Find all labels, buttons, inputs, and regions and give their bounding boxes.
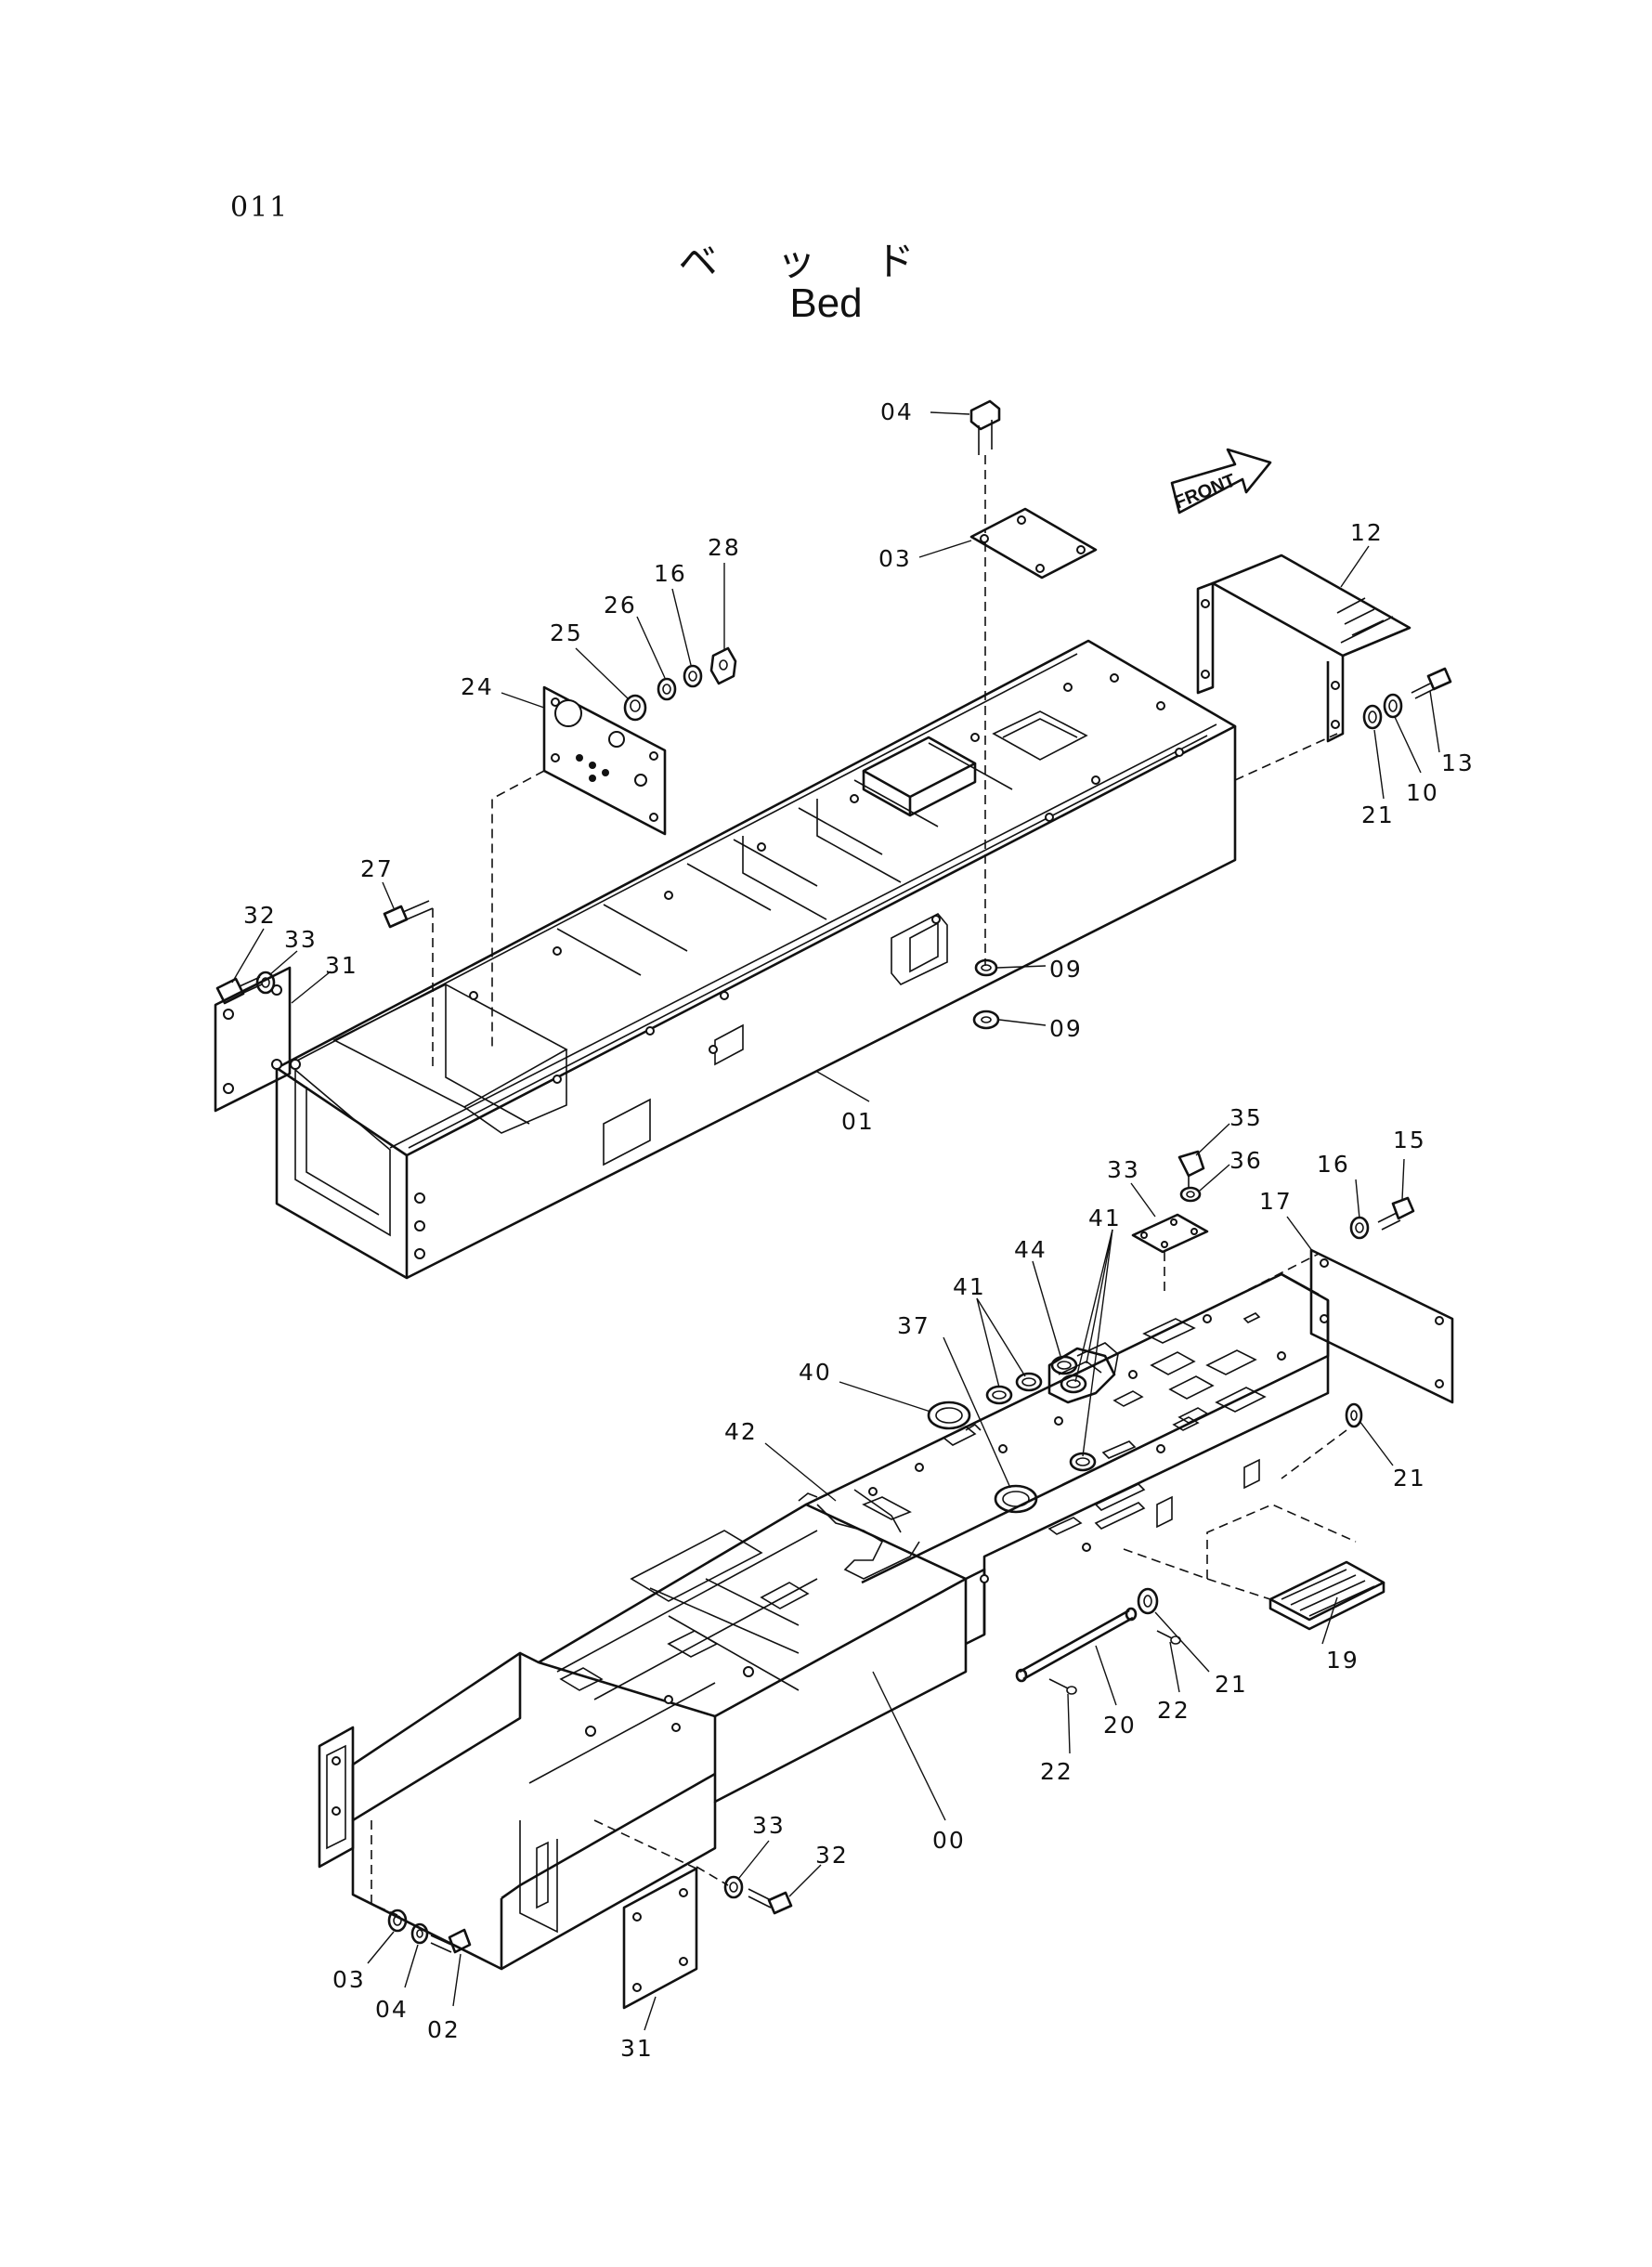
callout-40: 37	[897, 1312, 930, 1339]
callout-25: 25	[550, 619, 583, 646]
callout-19: 19	[1326, 1647, 1359, 1674]
washer-16-lower	[1349, 1216, 1370, 1240]
front-arrow-marker: FRONT	[1170, 448, 1272, 515]
callout-41-right: 41	[1088, 1205, 1122, 1231]
callout-09: 09	[1049, 1015, 1083, 1042]
callout-16-lower: 16	[1317, 1151, 1350, 1178]
callout-41-left: 41	[953, 1273, 986, 1300]
washer-16-upper	[683, 664, 703, 688]
swivel-boss-44	[1076, 1342, 1119, 1375]
bolt-02-mount-line	[371, 1820, 398, 1916]
cover-35	[1131, 1213, 1209, 1296]
bolt-15	[1377, 1196, 1415, 1231]
washer-04	[410, 1922, 429, 1945]
seal-42	[927, 1401, 971, 1430]
washer-37	[1179, 1186, 1202, 1203]
callout-04: 04	[375, 1996, 409, 2023]
callout-00: 00	[932, 1827, 966, 1854]
nut-28	[709, 646, 737, 685]
callout-44: 44	[1014, 1236, 1047, 1263]
callout-33-upper: 33	[284, 926, 318, 953]
callout-31-upper: 31	[325, 952, 358, 979]
seal-40	[994, 1484, 1038, 1514]
front-label: FRONT	[1172, 470, 1239, 513]
mounting-plate-24	[491, 685, 667, 1049]
callout-17: 17	[1259, 1188, 1293, 1215]
bolt-08	[969, 399, 1001, 533]
bolt-02	[430, 1928, 472, 1954]
step-19	[1123, 1458, 1385, 1631]
pin-20	[1015, 1607, 1138, 1683]
washer-03	[387, 1909, 408, 1933]
end-plate-31-lower	[593, 1819, 698, 2010]
callout-20: 20	[1103, 1712, 1137, 1739]
nut-09	[972, 1010, 1000, 1030]
washer-10-center	[974, 958, 998, 977]
cotter-pin-22-left	[1048, 1678, 1077, 1695]
bolt-13	[1411, 667, 1452, 699]
callout-21-upper: 21	[1361, 801, 1395, 828]
callout-27: 27	[360, 855, 394, 882]
callout-15: 15	[1393, 1127, 1426, 1153]
callout-13: 13	[1441, 749, 1475, 776]
cover-12	[1196, 554, 1411, 743]
spacer-25	[623, 694, 647, 722]
washer-21-pin	[1137, 1587, 1159, 1615]
cover-17-mount-line	[1234, 1253, 1320, 1297]
o-ring-41-right	[1050, 1355, 1097, 1472]
callout-32-lower: 32	[815, 1842, 849, 1869]
callout-08: 04	[880, 398, 914, 425]
cover-plate-07	[969, 507, 1098, 966]
plug-36	[1177, 1150, 1205, 1189]
upper-bed-frame	[275, 639, 1237, 1280]
callout-21-right: 21	[1393, 1465, 1426, 1492]
bolt-32-mount-line	[696, 1866, 729, 1886]
callout-31-lower: 31	[620, 2035, 654, 2062]
title-japanese: ベッド	[678, 239, 974, 284]
washer-33-lower	[723, 1875, 744, 1899]
cover-12-mount-line	[1234, 733, 1338, 781]
cotter-pin-22-right	[1156, 1630, 1181, 1645]
callout-01: 01	[841, 1108, 875, 1135]
callout-24: 24	[461, 673, 494, 700]
page-number: 011	[230, 191, 290, 224]
callout-22-left: 22	[1040, 1758, 1073, 1785]
washer-21-mount-line	[1281, 1429, 1347, 1479]
washer-10-upper	[1383, 693, 1403, 719]
lower-bed-frame	[318, 1272, 1330, 1971]
callout-03: 03	[332, 1966, 366, 1993]
bolt-27	[383, 900, 434, 1066]
callout-21-pin: 21	[1215, 1671, 1248, 1698]
callout-02: 02	[427, 2016, 461, 2043]
callout-07: 03	[878, 545, 912, 572]
washer-26	[657, 677, 677, 701]
callout-28: 28	[708, 534, 741, 561]
callout-labels: 04 03 12 13 10 21 09 09 01 28 16 26 25 2…	[231, 398, 1475, 2062]
callout-42: 40	[799, 1359, 832, 1386]
callout-35: 33	[1107, 1156, 1140, 1183]
callout-36: 35	[1229, 1104, 1263, 1131]
title-english: Bed	[789, 280, 863, 326]
callout-10-center: 09	[1049, 956, 1083, 983]
callout-33-lower: 33	[752, 1812, 786, 1839]
callout-12: 12	[1350, 519, 1384, 546]
callout-16-upper: 16	[654, 560, 687, 587]
bolt-32-lower	[748, 1888, 793, 1915]
washer-21-right	[1345, 1402, 1363, 1428]
end-plate-31-upper	[214, 966, 292, 1113]
callout-37: 36	[1229, 1147, 1263, 1174]
bolt-32-upper	[215, 976, 263, 1005]
callout-43: 42	[724, 1418, 758, 1445]
o-ring-41-left	[985, 1372, 1043, 1405]
cover-plate-17	[1309, 1248, 1454, 1404]
callout-22-right: 22	[1157, 1697, 1190, 1724]
washer-33-upper	[255, 971, 276, 995]
callout-26: 26	[604, 592, 637, 619]
washer-21-upper	[1362, 704, 1383, 730]
callout-10-upper: 10	[1406, 779, 1439, 806]
callout-32-upper: 32	[243, 902, 277, 929]
